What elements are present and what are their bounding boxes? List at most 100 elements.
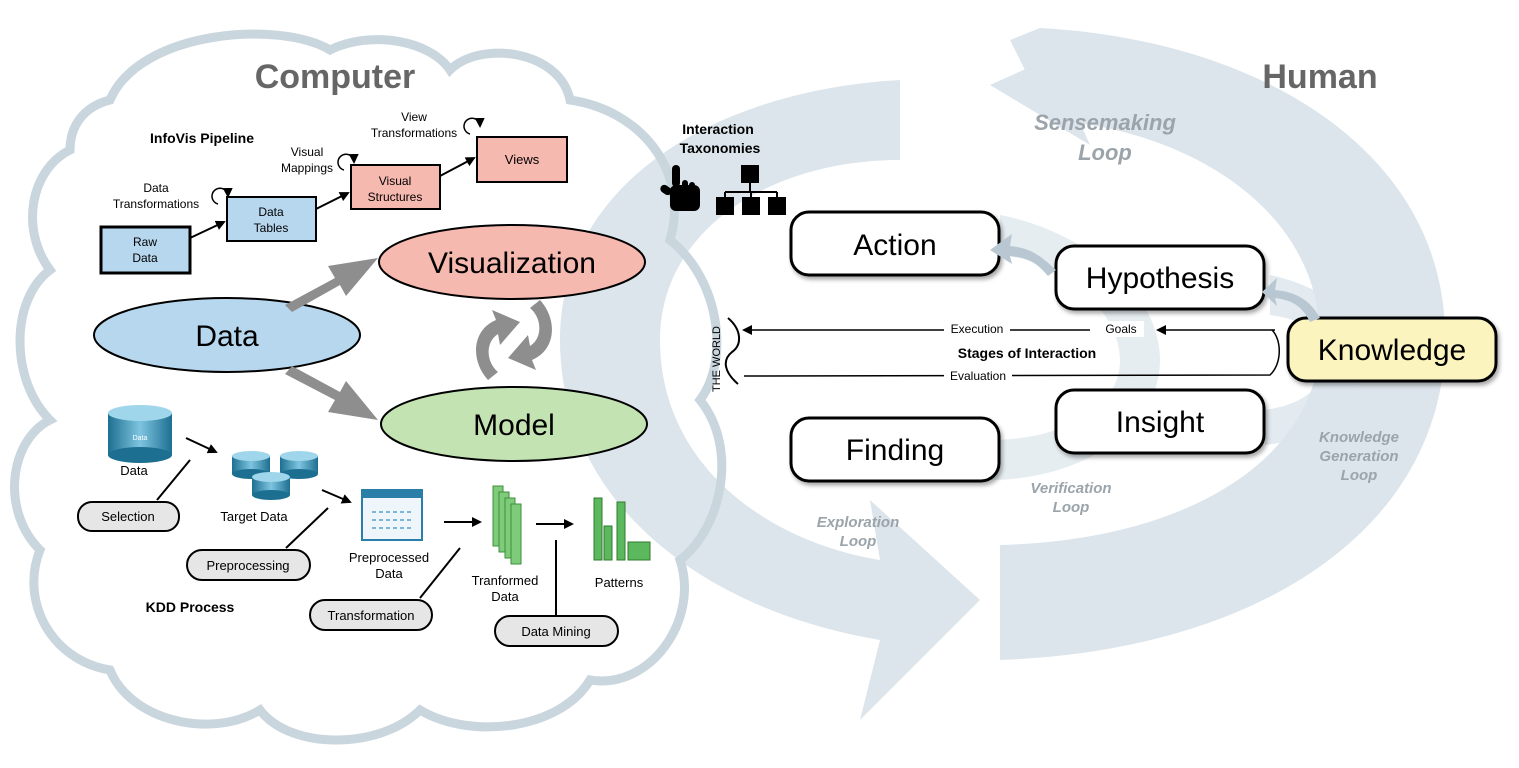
kdd-process-title: KDD Process: [146, 599, 235, 615]
view-transformations-cycle-icon: [463, 117, 485, 135]
finding-label: Finding: [846, 434, 944, 467]
world-brace: [724, 317, 740, 385]
preprocessing-connector: [285, 507, 329, 549]
preprocessed-data-icon: [361, 489, 423, 541]
patterns-icon: [593, 497, 651, 561]
pointer-hand-icon: [660, 165, 700, 211]
sensemaking-arrowhead: [990, 40, 1120, 145]
data-tables-box: Data Tables: [226, 196, 317, 242]
transformation-connector: [419, 547, 461, 599]
sensemaking-label-2: Loop: [1078, 140, 1132, 165]
selection-pill-label: Selection: [101, 509, 154, 524]
views-label: Views: [505, 152, 540, 167]
exploration-label-1: Exploration: [817, 514, 900, 531]
data-mining-pill: Data Mining: [494, 615, 619, 647]
stages-of-interaction: THE WORLD Execution Goals Evaluation Sta…: [711, 317, 1280, 392]
sensemaking-label-1: Sensemaking: [1034, 110, 1176, 135]
data-mining-pill-label: Data Mining: [521, 624, 590, 639]
view-transformations-label-2: Transformations: [371, 126, 457, 140]
arrow-structures-to-views: [439, 157, 476, 177]
preprocessed-data-label-1: Preprocessed: [349, 550, 429, 565]
transformation-pill: Transformation: [309, 599, 433, 631]
human-title: Human: [1262, 58, 1377, 96]
interaction-taxonomies-label-1: Interaction: [682, 121, 754, 137]
data-tables-label-1: Data: [258, 205, 284, 219]
knowledge-generation-label-3: Loop: [1341, 467, 1378, 484]
insight-label: Insight: [1116, 406, 1205, 439]
knowledge-generation-label-1: Knowledge: [1319, 429, 1399, 446]
hypothesis-to-action-arrow: [990, 234, 1056, 276]
exploration-loop-arrow: [560, 80, 980, 720]
view-transformations-label-1: View: [401, 110, 427, 124]
arrow-target-to-preprocessed: [321, 489, 352, 504]
hierarchy-icon: [716, 165, 786, 215]
database-icon-label: Data: [133, 435, 148, 442]
selection-pill: Selection: [77, 501, 180, 532]
visual-structures-box: Visual Structures: [350, 164, 441, 210]
verification-label-1: Verification: [1030, 480, 1111, 497]
hypothesis-box: Hypothesis: [1054, 244, 1266, 311]
model-ellipse: Model: [380, 386, 648, 462]
computer-title: Computer: [255, 58, 416, 96]
patterns-label: Patterns: [595, 575, 644, 590]
insight-box: Insight: [1054, 388, 1266, 455]
visual-mappings-label-1: Visual: [291, 145, 323, 159]
verification-label-2: Loop: [1053, 499, 1090, 516]
sensemaking-loop-arrow: [1000, 28, 1446, 660]
data-ellipse: Data: [93, 297, 361, 373]
knowledge-label: Knowledge: [1318, 334, 1466, 367]
hypothesis-label: Hypothesis: [1086, 262, 1234, 295]
visualization-ellipse: Visualization: [378, 224, 646, 300]
arrow-data-to-visualization: [285, 258, 378, 312]
transformed-data-label-1: Tranformed: [472, 573, 539, 588]
arrow-raw-to-tables: [189, 220, 226, 239]
preprocessing-pill: Preprocessing: [186, 549, 311, 581]
visual-structures-label-1: Visual: [379, 174, 411, 188]
database-icon: Data: [108, 405, 172, 463]
execution-label: Execution: [951, 322, 1004, 336]
data-transformations-cycle-icon: [211, 187, 233, 205]
evaluation-label: Evaluation: [950, 369, 1006, 383]
model-ellipse-label: Model: [473, 409, 555, 442]
visual-structures-label-2: Structures: [368, 190, 423, 204]
goals-label: Goals: [1105, 322, 1136, 336]
raw-data-label-1: Raw: [133, 235, 157, 249]
data-transformations-label-1: Data: [143, 181, 169, 195]
arrow-data-to-model: [285, 366, 378, 420]
action-box: Action: [789, 210, 1001, 277]
visualization-ellipse-label: Visualization: [428, 247, 596, 280]
knowledge-box: Knowledge: [1286, 316, 1498, 383]
raw-data-label-2: Data: [132, 251, 158, 265]
interaction-taxonomies-label-2: Taxonomies: [680, 140, 761, 156]
finding-box: Finding: [789, 416, 1001, 483]
exploration-label-2: Loop: [840, 533, 877, 550]
visual-mappings-label-2: Mappings: [281, 161, 333, 175]
target-data-label: Target Data: [220, 509, 288, 524]
knowledge-to-hypothesis-arrow: [1262, 278, 1320, 322]
preprocessed-data-label-2: Data: [375, 566, 403, 581]
data-tables-label-2: Tables: [254, 221, 289, 235]
views-box: Views: [476, 136, 568, 183]
transformed-data-icon: [492, 485, 522, 565]
target-data-icon: [232, 451, 318, 500]
knowledge-generation-label-2: Generation: [1319, 448, 1398, 465]
evaluation-path: [743, 329, 1280, 377]
data-transformations-label-2: Transformations: [113, 197, 199, 211]
cycle-arrows-icon: [476, 300, 552, 380]
action-label: Action: [853, 229, 936, 262]
infovis-pipeline-title: InfoVis Pipeline: [150, 130, 254, 146]
the-world-label: THE WORLD: [711, 326, 723, 392]
raw-data-box: Raw Data: [99, 225, 192, 275]
transformation-pill-label: Transformation: [328, 608, 415, 623]
visual-mappings-cycle-icon: [337, 153, 359, 171]
arrow-tables-to-structures: [315, 192, 350, 210]
transformed-data-label-2: Data: [491, 589, 519, 604]
computer-cloud: [10, 29, 727, 745]
stages-title: Stages of Interaction: [958, 345, 1096, 361]
arrow-data-to-target: [185, 437, 218, 454]
data-ellipse-label: Data: [195, 320, 259, 353]
selection-connector: [156, 459, 191, 501]
kdd-data-label: Data: [120, 463, 148, 478]
preprocessing-pill-label: Preprocessing: [206, 558, 289, 573]
